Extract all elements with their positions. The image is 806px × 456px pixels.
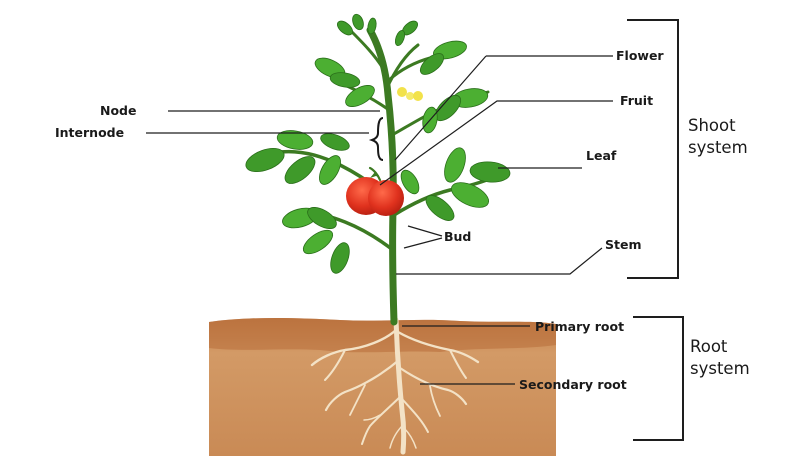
shoot-system-bracket	[627, 19, 679, 279]
roots	[310, 317, 480, 455]
fruit	[346, 172, 404, 216]
group-root-line1: Root	[690, 337, 728, 356]
group-shoot-line2: system	[688, 138, 748, 157]
label-internode: Internode	[55, 125, 124, 140]
label-stem: Stem	[605, 237, 641, 252]
label-bud: Bud	[444, 229, 471, 244]
flower	[397, 87, 423, 101]
label-flower: Flower	[616, 48, 664, 63]
group-shoot-line1: Shoot	[688, 116, 736, 135]
label-secondary-root: Secondary root	[519, 377, 627, 392]
label-leaf: Leaf	[586, 148, 617, 163]
label-node: Node	[100, 103, 136, 118]
root-system-bracket	[633, 316, 684, 441]
group-root-line2: system	[690, 359, 750, 378]
label-fruit: Fruit	[620, 93, 653, 108]
leader-lines	[146, 55, 613, 385]
internode-bracket	[368, 117, 384, 161]
label-primary-root: Primary root	[535, 319, 624, 334]
